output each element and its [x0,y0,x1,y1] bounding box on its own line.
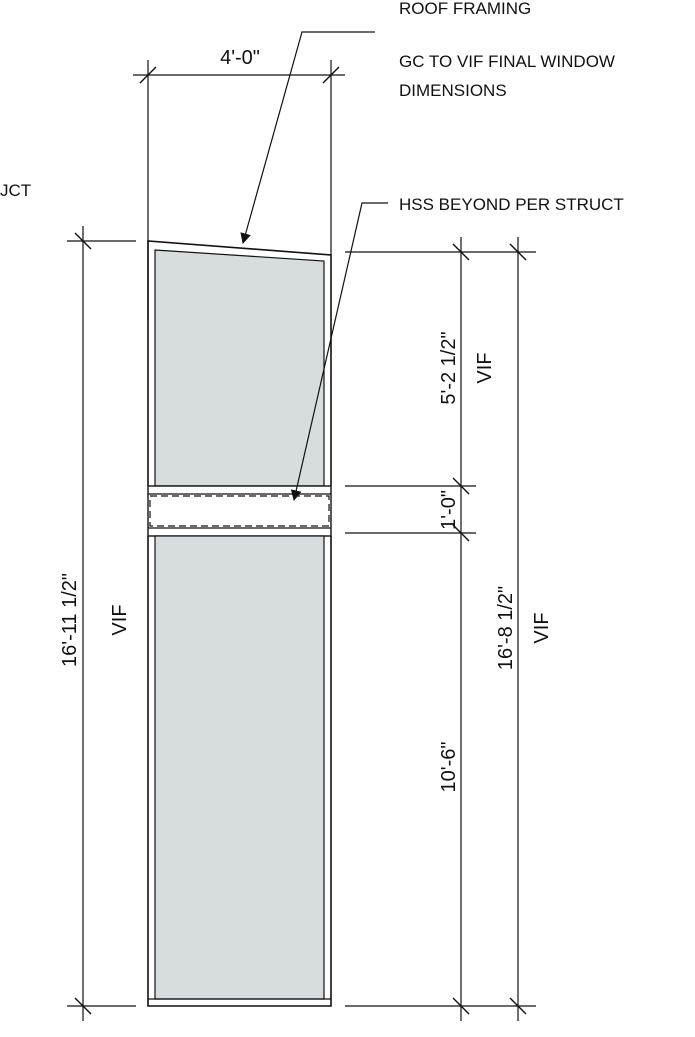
left-note-fragment: JCT [0,181,31,200]
left-overall-dimension: 16'-11 1/2" VIF [59,226,136,1021]
upper-frame-outline [147,240,332,486]
gc-vif-note-line2: DIMENSIONS [399,81,507,100]
hss-beyond-leader: HSS BEYOND PER STRUCT [290,195,624,502]
upper-panel-vif: VIF [474,352,496,383]
right-inner-dimension-chain: 5'-2 1/2" VIF 1'-0" 10'-6" [345,237,496,1021]
overall-right-vif: VIF [531,612,553,643]
roof-framing-leader: ROOF FRAMING [240,0,531,245]
lower-glass-pane [154,535,325,1000]
overall-left-label: 16'-11 1/2" [59,573,81,667]
gc-vif-note-line1: GC TO VIF FINAL WINDOW [399,52,615,71]
right-overall-dimension: 16'-8 1/2" VIF [476,237,553,1021]
top-width-dimension: 4'-0" [133,47,345,320]
lower-panel-label: 10'-6" [438,742,460,793]
overall-left-vif: VIF [109,604,131,635]
roof-framing-note: ROOF FRAMING [399,0,531,18]
lower-frame-outline [147,536,332,1007]
upper-panel-label: 5'-2 1/2" [438,331,460,404]
hss-beyond-dashed [149,495,330,527]
window-frame [147,240,332,1007]
upper-glass-pane [154,249,325,487]
hss-beyond-note: HSS BEYOND PER STRUCT [399,195,624,214]
overall-right-label: 16'-8 1/2" [495,586,517,670]
hss-height-label: 1'-0" [438,490,460,530]
width-top-label: 4'-0" [220,47,260,69]
